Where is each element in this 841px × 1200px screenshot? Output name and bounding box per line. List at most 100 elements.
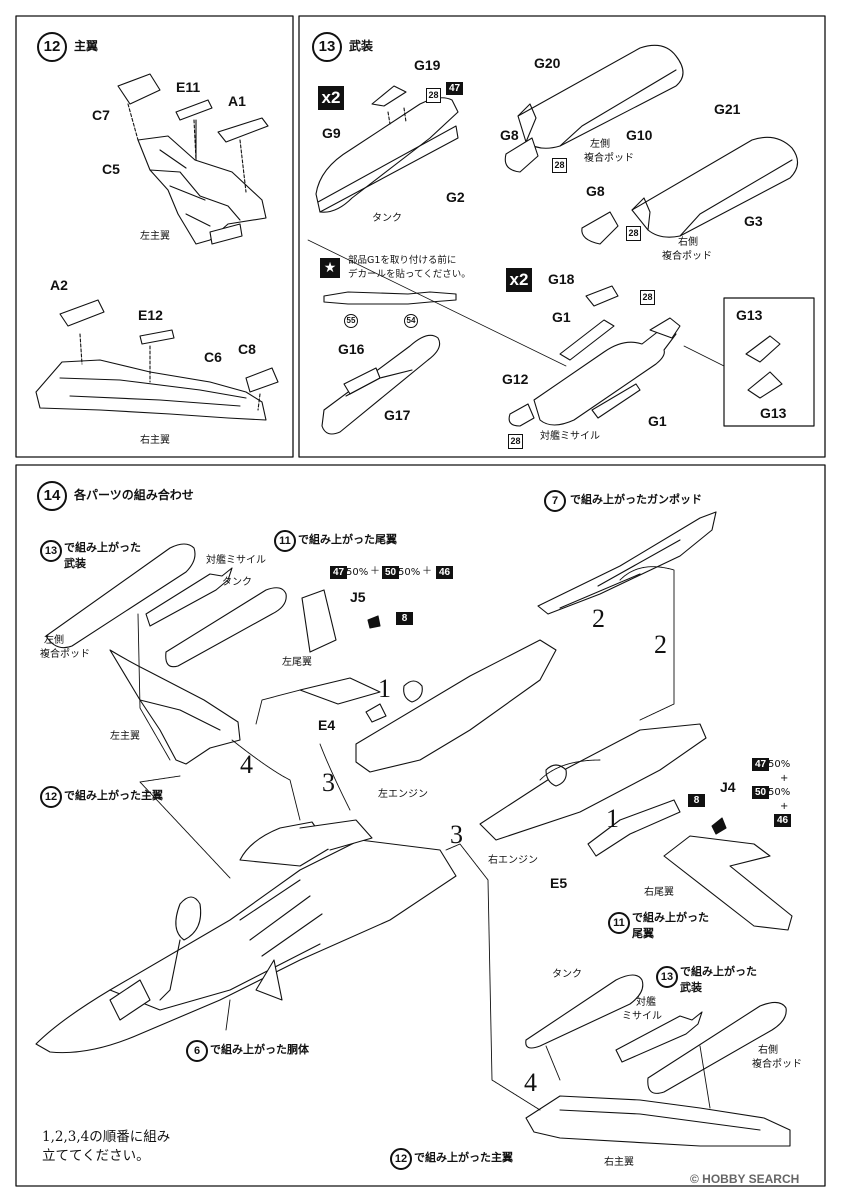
missile-label: 対艦ミサイル [540, 431, 600, 442]
part-label-g3: G3 [744, 213, 763, 229]
paint-code-46: 46 [436, 566, 453, 579]
order-number: 1 [606, 804, 619, 833]
ref-step-7-text: で組み上がったガンポッド [570, 493, 702, 506]
right-pod-label-line1: 右側 [758, 1045, 778, 1056]
ref-step-12-right-text: で組み上がった主翼 [414, 1151, 513, 1164]
right-main-wing-drawing [35, 299, 279, 421]
part-label-g12: G12 [502, 371, 529, 387]
right-tank-label: タンク [552, 969, 582, 980]
ref-step-7: 7 [544, 490, 566, 512]
left-tail-label: 左尾翼 [282, 657, 312, 668]
ref-step-6: 6 [186, 1040, 208, 1062]
part-label-c6: C6 [204, 349, 222, 365]
right-pod-label-line2: 複合ポッド [662, 251, 712, 262]
missile-detail-drawing [321, 291, 457, 435]
missile-assembly-drawing [307, 239, 725, 427]
part-label-j4: J4 [720, 779, 736, 795]
fuselage-drawing [35, 819, 457, 1054]
part-label-g8-right: G8 [586, 183, 605, 199]
panel-frames [15, 15, 826, 1187]
ref-step-11-right-line1: で組み上がった [632, 911, 709, 924]
paint-plus: ＋ [422, 566, 432, 577]
multiplier-badge-missile: x2 [506, 268, 532, 292]
paint-plus: + [780, 801, 789, 812]
left-pod-drawing [504, 44, 684, 173]
order-number: 2 [592, 604, 605, 633]
decal-note-line1: 部品G1を取り付ける前に [348, 255, 457, 266]
paint-ratio: 50% [346, 567, 369, 578]
left-tail-and-wing-drawing [109, 589, 337, 765]
right-engine-label: 右エンジン [488, 855, 538, 866]
left-main-wing-drawing [117, 73, 269, 245]
decal-badge-28: 28 [552, 158, 567, 173]
part-label-g8-left: G8 [500, 127, 519, 143]
ref-step-11-right: 11 [608, 912, 630, 934]
paint-ratio: 50% [768, 759, 791, 770]
part-label-g19: G19 [414, 57, 441, 73]
ref-step-13-right-line1: で組み上がった [680, 965, 757, 978]
order-number: 4 [240, 750, 253, 779]
part-label-j5: J5 [350, 589, 366, 605]
part-label-g13-bottom: G13 [760, 405, 787, 421]
left-main-wing-label: 左主翼 [140, 231, 170, 242]
ref-step-12-left-text: で組み上がった主翼 [64, 789, 163, 802]
order-number: 2 [654, 630, 667, 659]
ref-step-11-left: 11 [274, 530, 296, 552]
left-main-wing-label: 左主翼 [110, 731, 140, 742]
paint-ratio: 50% [768, 787, 791, 798]
right-main-wing-label: 右主翼 [140, 435, 170, 446]
left-pod-label-line2: 複合ポッド [584, 153, 634, 164]
decal-number-55: 55 [344, 314, 358, 328]
part-label-e4: E4 [318, 717, 336, 733]
part-label-e5: E5 [550, 875, 568, 891]
paint-code-50: 50 [382, 566, 399, 579]
ref-step-11-right-line2: 尾翼 [632, 927, 654, 940]
part-label-g21: G21 [714, 101, 741, 117]
right-main-wing-label: 右主翼 [604, 1157, 634, 1168]
decal-badge-28: 28 [508, 434, 523, 449]
tank-drawing [315, 85, 459, 213]
step-14-title: 各パーツの組み合わせ [74, 488, 194, 502]
order-number: 1 [378, 674, 391, 703]
step-12-title: 主翼 [74, 39, 99, 53]
step-13-title: 武装 [349, 39, 374, 53]
left-weapons-drawing [45, 543, 287, 668]
ref-step-13-right: 13 [656, 966, 678, 988]
part-label-c7: C7 [92, 107, 110, 123]
ref-step-6-text: で組み上がった胴体 [210, 1043, 309, 1056]
paint-code-47: 47 [752, 758, 769, 771]
paint-plus: + [780, 773, 789, 784]
right-weapons-drawing [525, 974, 787, 1094]
right-main-wing-assembly-drawing [525, 1095, 791, 1147]
part-label-g17: G17 [384, 407, 411, 423]
order-number: 4 [524, 1068, 537, 1097]
part-label-g1-top: G1 [552, 309, 571, 325]
paint-mix-right: 47 50% + 50 50% + 46 [752, 758, 824, 828]
part-label-e12: E12 [138, 307, 163, 323]
paint-code-50: 50 [752, 786, 769, 799]
paint-code-8-left: 8 [396, 612, 413, 625]
right-tail-label: 右尾翼 [644, 887, 674, 898]
tank-label: タンク [372, 213, 402, 224]
decal-number-54: 54 [404, 314, 418, 328]
right-engine-drawing [479, 723, 727, 857]
left-pod-label-line1: 左側 [590, 139, 610, 150]
step-13-number: 13 [312, 32, 342, 62]
decal-badge-28: 28 [626, 226, 641, 241]
decal-badge-28: 28 [640, 290, 655, 305]
left-engine-label: 左エンジン [378, 789, 428, 800]
part-label-a1: A1 [228, 93, 246, 109]
assembly-path-lines [137, 566, 711, 1111]
decal-badge-28: 28 [426, 88, 441, 103]
right-tail-drawing [663, 835, 793, 931]
right-pod-label-line2: 複合ポッド [752, 1059, 802, 1070]
multiplier-badge-tank: x2 [318, 86, 344, 110]
paint-mix-left: 47 50% ＋ 50 50% ＋ 46 [330, 566, 456, 580]
ref-step-13-left: 13 [40, 540, 62, 562]
watermark: © HOBBY SEARCH [690, 1172, 800, 1186]
star-note-icon: ★ [320, 258, 340, 278]
instruction-line1: 1,2,3,4の順番に組み [42, 1129, 171, 1145]
g13-inset-drawing [723, 297, 815, 427]
ref-step-12-left: 12 [40, 786, 62, 808]
